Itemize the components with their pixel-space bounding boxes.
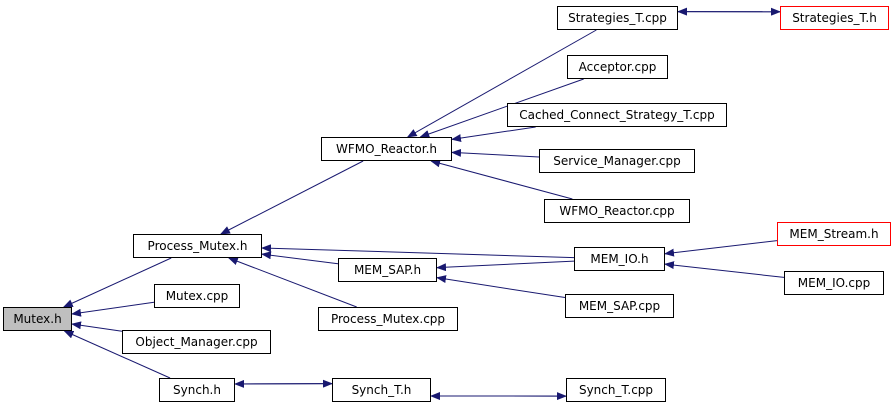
edge-wfmo-reactor-h-to-process-mutex-h bbox=[219, 160, 364, 235]
edge-service-manager-cpp-to-wfmo-reactor-h bbox=[451, 148, 540, 158]
edge-mem-sap-h-to-process-mutex-h bbox=[261, 251, 339, 265]
edge-strategies-t-cpp-to-wfmo-reactor-h bbox=[406, 29, 597, 138]
node-acceptor-cpp[interactable]: Acceptor.cpp bbox=[567, 55, 668, 79]
node-strategies-t-h[interactable]: Strategies_T.h bbox=[780, 6, 889, 30]
node-strategies-t-cpp[interactable]: Strategies_T.cpp bbox=[557, 6, 678, 30]
edge-mem-io-h-to-process-mutex-h bbox=[261, 244, 575, 259]
node-synch-t-h[interactable]: Synch_T.h bbox=[332, 378, 431, 402]
node-wfmo-reactor-cpp[interactable]: WFMO_Reactor.cpp bbox=[544, 199, 690, 223]
edge-mem-io-h-to-mem-sap-h bbox=[436, 260, 575, 272]
node-mutex-cpp[interactable]: Mutex.cpp bbox=[154, 284, 240, 308]
edge-mem-stream-h-to-mem-io-h bbox=[664, 240, 778, 257]
edge-synch-h-to-mutex-h bbox=[63, 330, 171, 379]
node-mem-stream-h[interactable]: MEM_Stream.h bbox=[777, 222, 891, 246]
edge-wfmo-reactor-cpp-to-wfmo-reactor-h bbox=[430, 159, 573, 200]
node-synch-t-cpp[interactable]: Synch_T.cpp bbox=[566, 378, 666, 402]
node-mem-io-h[interactable]: MEM_IO.h bbox=[574, 247, 665, 271]
edge-process-mutex-cpp-to-process-mutex-h bbox=[227, 257, 357, 308]
node-wfmo-reactor-h[interactable]: WFMO_Reactor.h bbox=[321, 137, 452, 161]
node-mem-sap-cpp[interactable]: MEM_SAP.cpp bbox=[565, 294, 674, 318]
edge-mem-sap-cpp-to-mem-sap-h bbox=[436, 275, 566, 299]
node-service-manager-cpp[interactable]: Service_Manager.cpp bbox=[539, 149, 695, 173]
node-cached-connect-strategy-t-cpp[interactable]: Cached_Connect_Strategy_T.cpp bbox=[507, 103, 727, 127]
edge-process-mutex-h-to-mutex-h bbox=[62, 257, 172, 308]
node-process-mutex-h[interactable]: Process_Mutex.h bbox=[133, 234, 262, 258]
node-mutex-h: Mutex.h bbox=[3, 307, 72, 331]
edge-cached-connect-strategy-t-cpp-to-wfmo-reactor-h bbox=[451, 126, 536, 142]
node-mem-io-cpp[interactable]: MEM_IO.cpp bbox=[784, 271, 884, 295]
node-process-mutex-cpp[interactable]: Process_Mutex.cpp bbox=[318, 307, 458, 331]
edge-mutex-cpp-to-mutex-h bbox=[71, 301, 155, 317]
edge-acceptor-cpp-to-wfmo-reactor-h bbox=[419, 78, 584, 138]
node-synch-h[interactable]: Synch.h bbox=[159, 378, 235, 402]
node-mem-sap-h[interactable]: MEM_SAP.h bbox=[338, 258, 437, 282]
edge-mem-io-cpp-to-mem-io-h bbox=[664, 261, 785, 278]
node-object-manager-cpp[interactable]: Object_Manager.cpp bbox=[122, 330, 271, 354]
edge-object-manager-cpp-to-mutex-h bbox=[71, 321, 123, 332]
